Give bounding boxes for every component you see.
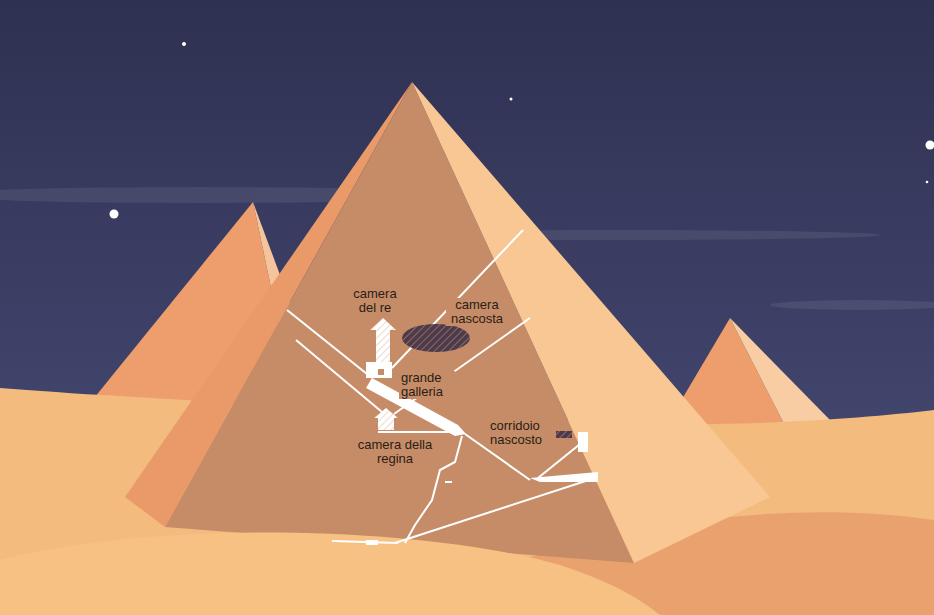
hidden-chamber [402,324,470,352]
hidden-chamber-label: camera nascosta [446,298,508,326]
hidden-corridor-label: corridoio nascosto [488,419,556,447]
pyramid-right-face [412,82,770,563]
front-dune [0,532,660,615]
stars [110,42,934,219]
king-chamber [370,318,396,365]
entrance-corridor [530,472,598,482]
corridor-end [578,432,588,452]
chamber-label: camera della regina [349,438,441,466]
passages [287,230,598,543]
king-antechamber-door [378,369,384,375]
chamber-label: camera del re [346,287,404,315]
gallery-label: grande galleria [399,371,455,399]
king-antechamber [366,362,392,378]
queen-chamber [374,408,398,430]
subterranean-chamber [366,540,378,545]
